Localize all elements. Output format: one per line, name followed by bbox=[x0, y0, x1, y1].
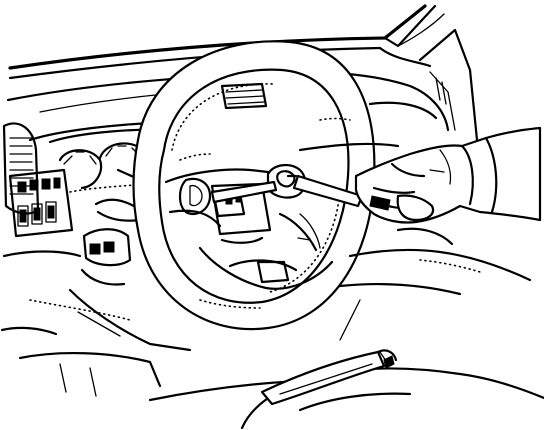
lower-dashboard-left bbox=[0, 250, 192, 397]
left-air-vent bbox=[2, 122, 40, 215]
switch-panel bbox=[8, 168, 74, 238]
texture-dots bbox=[179, 117, 481, 309]
right-dashboard bbox=[298, 101, 532, 341]
handbrake-lever bbox=[260, 349, 398, 406]
socket-wrench-tool bbox=[210, 164, 364, 208]
center-vent bbox=[220, 82, 268, 110]
technician-hand bbox=[354, 126, 542, 224]
right-door-pillar bbox=[418, 28, 480, 152]
